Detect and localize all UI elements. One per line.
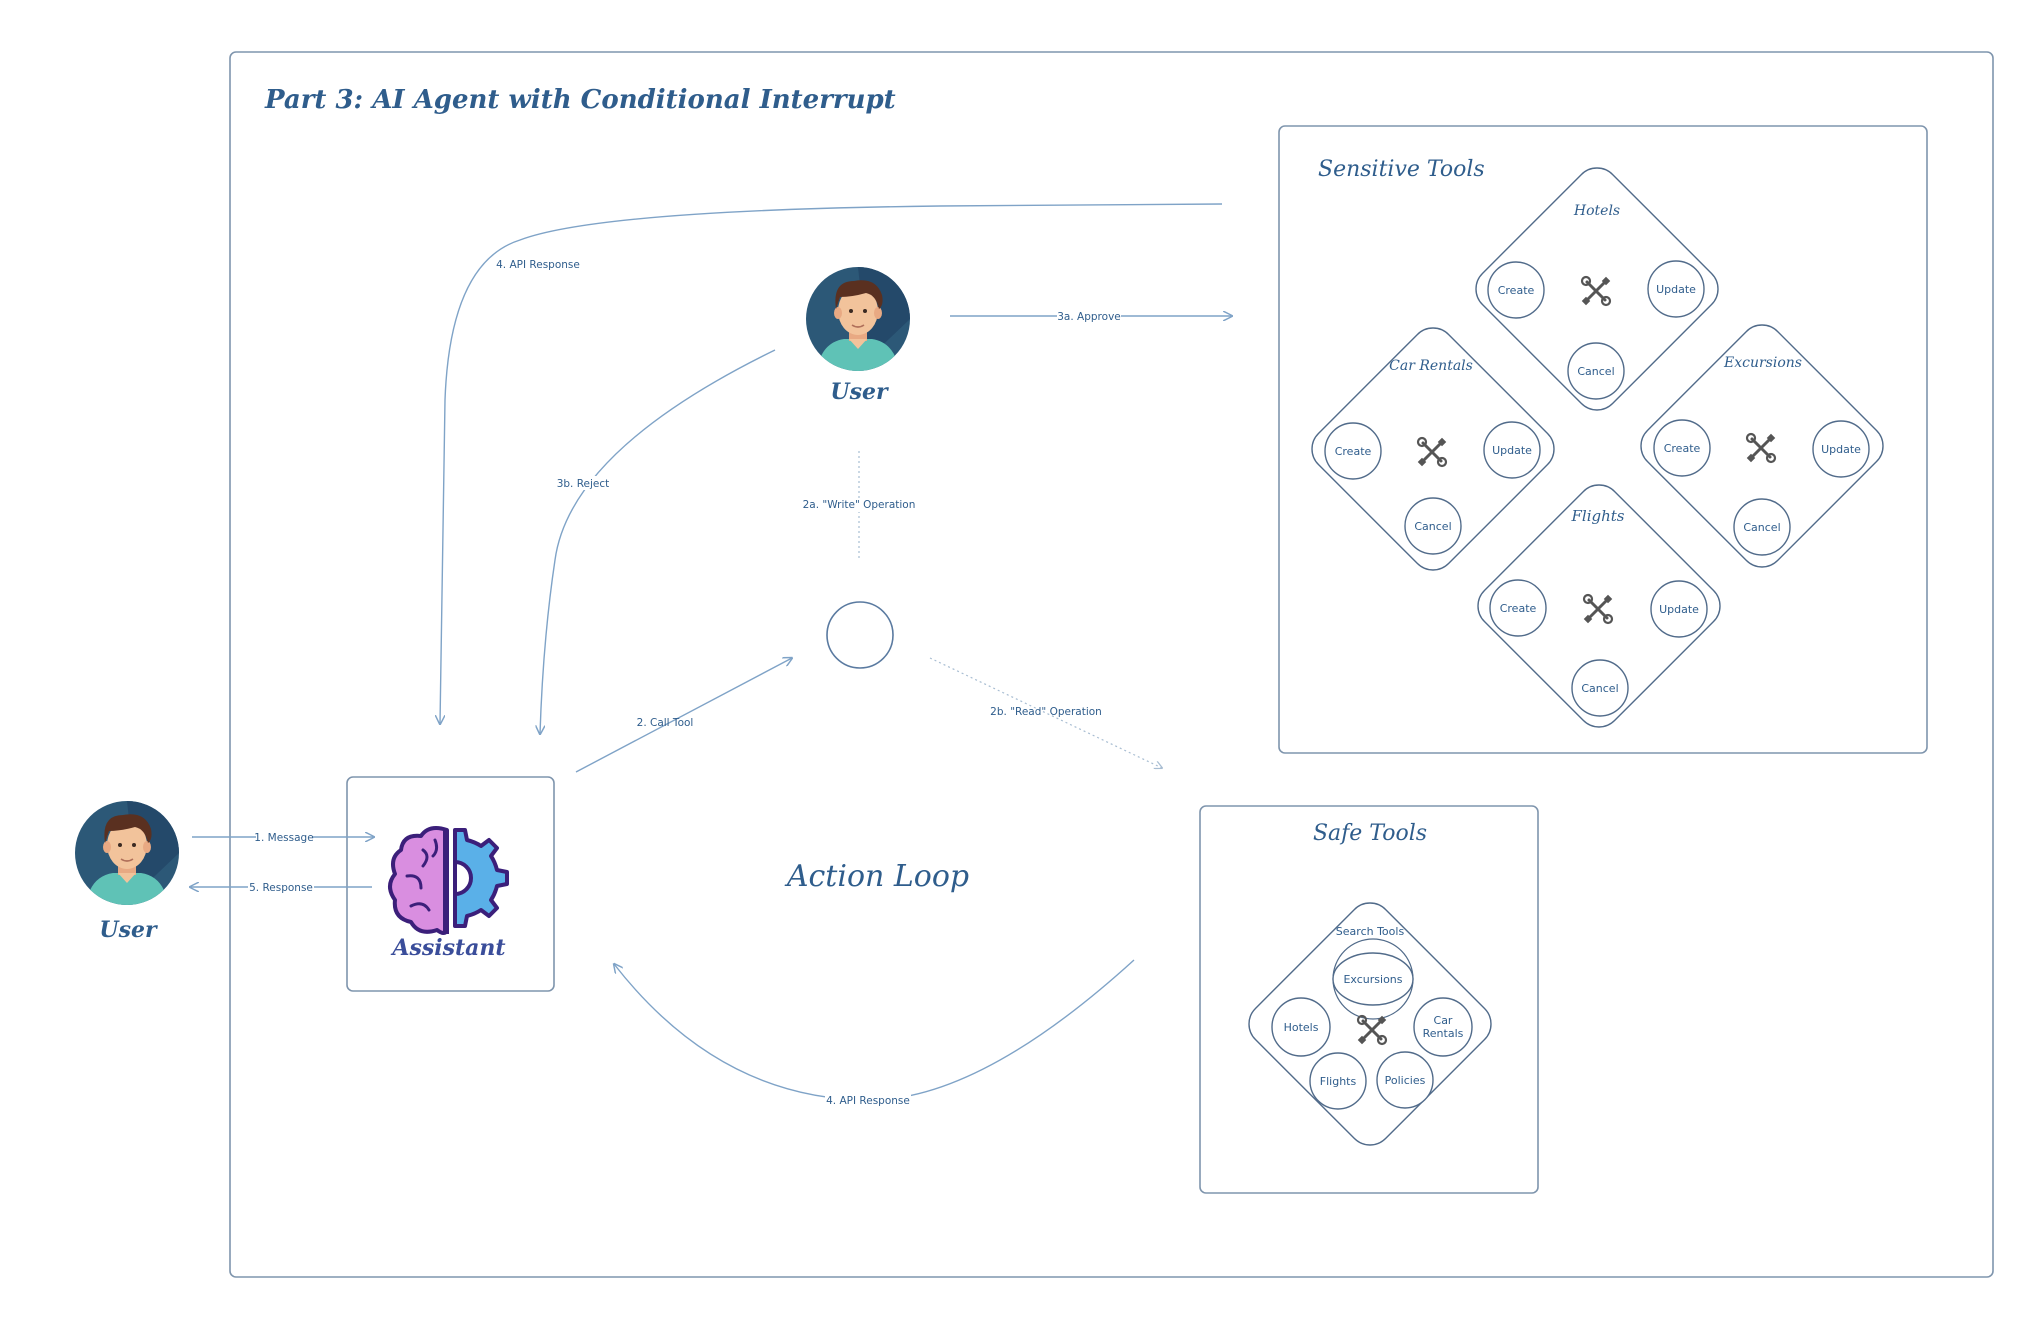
search-tools-group: Search Tools Excursions Hotels Car Renta… (1248, 902, 1492, 1146)
hotels-create-node (1487, 261, 1545, 319)
api-response-top-edge (440, 203, 1223, 724)
excursions-tool-group: Excursions Create Update Cancel (1640, 324, 1884, 568)
policies-search-label: Policies (1385, 1074, 1426, 1087)
api-response-bottom-edge (614, 959, 1135, 1101)
sensitive-tools-container (1278, 125, 1928, 754)
car-rentals-update-label: Update (1492, 444, 1532, 457)
flights-label: Flights (1571, 507, 1625, 525)
hotels-create-label: Create (1498, 284, 1535, 297)
reject-edge-label: 3b. Reject (557, 478, 610, 490)
flights-update-label: Update (1659, 603, 1699, 616)
user-top-label: User (830, 379, 889, 405)
car-rentals-create-node (1324, 422, 1382, 480)
excursions-search-label: Excursions (1343, 973, 1402, 986)
flights-update-node (1650, 580, 1708, 638)
flights-create-node (1489, 579, 1547, 637)
excursions-search-shape (1332, 952, 1414, 1006)
flights-diamond (1477, 484, 1721, 728)
excursions-update-node (1812, 420, 1870, 478)
car-rentals-search-label-line2: Rentals (1423, 1027, 1464, 1040)
excursions-create-label: Create (1664, 442, 1701, 455)
hotels-search-node (1271, 997, 1331, 1057)
excursions-create-node (1653, 419, 1711, 477)
brain-gear-icon (388, 826, 509, 935)
flights-create-label: Create (1500, 602, 1537, 615)
car-rentals-search-label-line1: Car (1434, 1014, 1453, 1027)
sensitive-tools-title: Sensitive Tools (1318, 157, 1485, 182)
car-rentals-cancel-node (1404, 497, 1462, 555)
write-op-edge-label: 2a. "Write" Operation (803, 499, 916, 511)
hotels-diamond (1475, 167, 1719, 411)
user-avatar-left (75, 801, 179, 913)
hotels-cancel-node (1567, 342, 1625, 400)
hotels-update-node (1647, 260, 1705, 318)
response-edge-label: 5. Response (249, 882, 313, 894)
read-op-edge-label: 2b. "Read" Operation (990, 706, 1102, 718)
assistant-label: Assistant (390, 935, 505, 961)
message-edge-label: 1. Message (254, 832, 313, 844)
policies-search-node (1376, 1051, 1434, 1109)
flights-cancel-label: Cancel (1581, 682, 1618, 695)
search-tools-diamond (1248, 902, 1492, 1146)
car-rentals-tools-icon (1416, 436, 1448, 468)
hotels-search-label: Hotels (1284, 1021, 1319, 1034)
hotels-tools-icon (1580, 275, 1612, 307)
search-tools-icon (1356, 1014, 1388, 1046)
call-tool-edge-label: 2. Call Tool (637, 717, 694, 729)
api-response-bottom-edge-label: 4. API Response (826, 1095, 910, 1107)
decision-node (826, 601, 894, 669)
car-rentals-search-node (1413, 997, 1473, 1057)
reject-edge (540, 349, 776, 734)
hotels-cancel-label: Cancel (1577, 365, 1614, 378)
excursions-update-label: Update (1821, 443, 1861, 456)
api-response-top-edge-label: 4. API Response (496, 259, 580, 271)
car-rentals-update-node (1483, 421, 1541, 479)
flights-tool-group: Flights Create Update Cancel (1477, 484, 1721, 728)
flights-tools-icon (1582, 593, 1614, 625)
car-rentals-create-label: Create (1335, 445, 1372, 458)
user-left-label: User (99, 917, 158, 943)
action-loop-label: Action Loop (784, 859, 969, 894)
outer-frame (229, 51, 1994, 1278)
flights-cancel-node (1571, 659, 1629, 717)
hotels-tool-group: Hotels Create Update Cancel (1475, 167, 1719, 411)
hotels-label: Hotels (1573, 203, 1620, 219)
approve-edge-label: 3a. Approve (1057, 311, 1121, 323)
car-rentals-label: Car Rentals (1389, 358, 1473, 374)
user-avatar-top (806, 267, 910, 379)
car-rentals-tool-group: Car Rentals Create Update Cancel (1311, 327, 1555, 571)
car-rentals-diamond (1311, 327, 1555, 571)
hotels-update-label: Update (1656, 283, 1696, 296)
flights-search-node (1309, 1052, 1367, 1110)
diagram-title: Part 3: AI Agent with Conditional Interr… (264, 85, 896, 115)
safe-tools-title: Safe Tools (1313, 821, 1427, 846)
flights-search-label: Flights (1320, 1075, 1357, 1088)
assistant-box (346, 776, 555, 992)
call-tool-edge (575, 658, 792, 773)
car-rentals-cancel-label: Cancel (1414, 520, 1451, 533)
excursions-cancel-node (1733, 498, 1791, 556)
safe-tools-container (1199, 805, 1539, 1194)
search-tools-label: Search Tools (1336, 925, 1405, 938)
excursions-label: Excursions (1723, 355, 1802, 371)
excursions-tools-icon (1745, 432, 1777, 464)
excursions-cancel-label: Cancel (1743, 521, 1780, 534)
excursions-diamond (1640, 324, 1884, 568)
